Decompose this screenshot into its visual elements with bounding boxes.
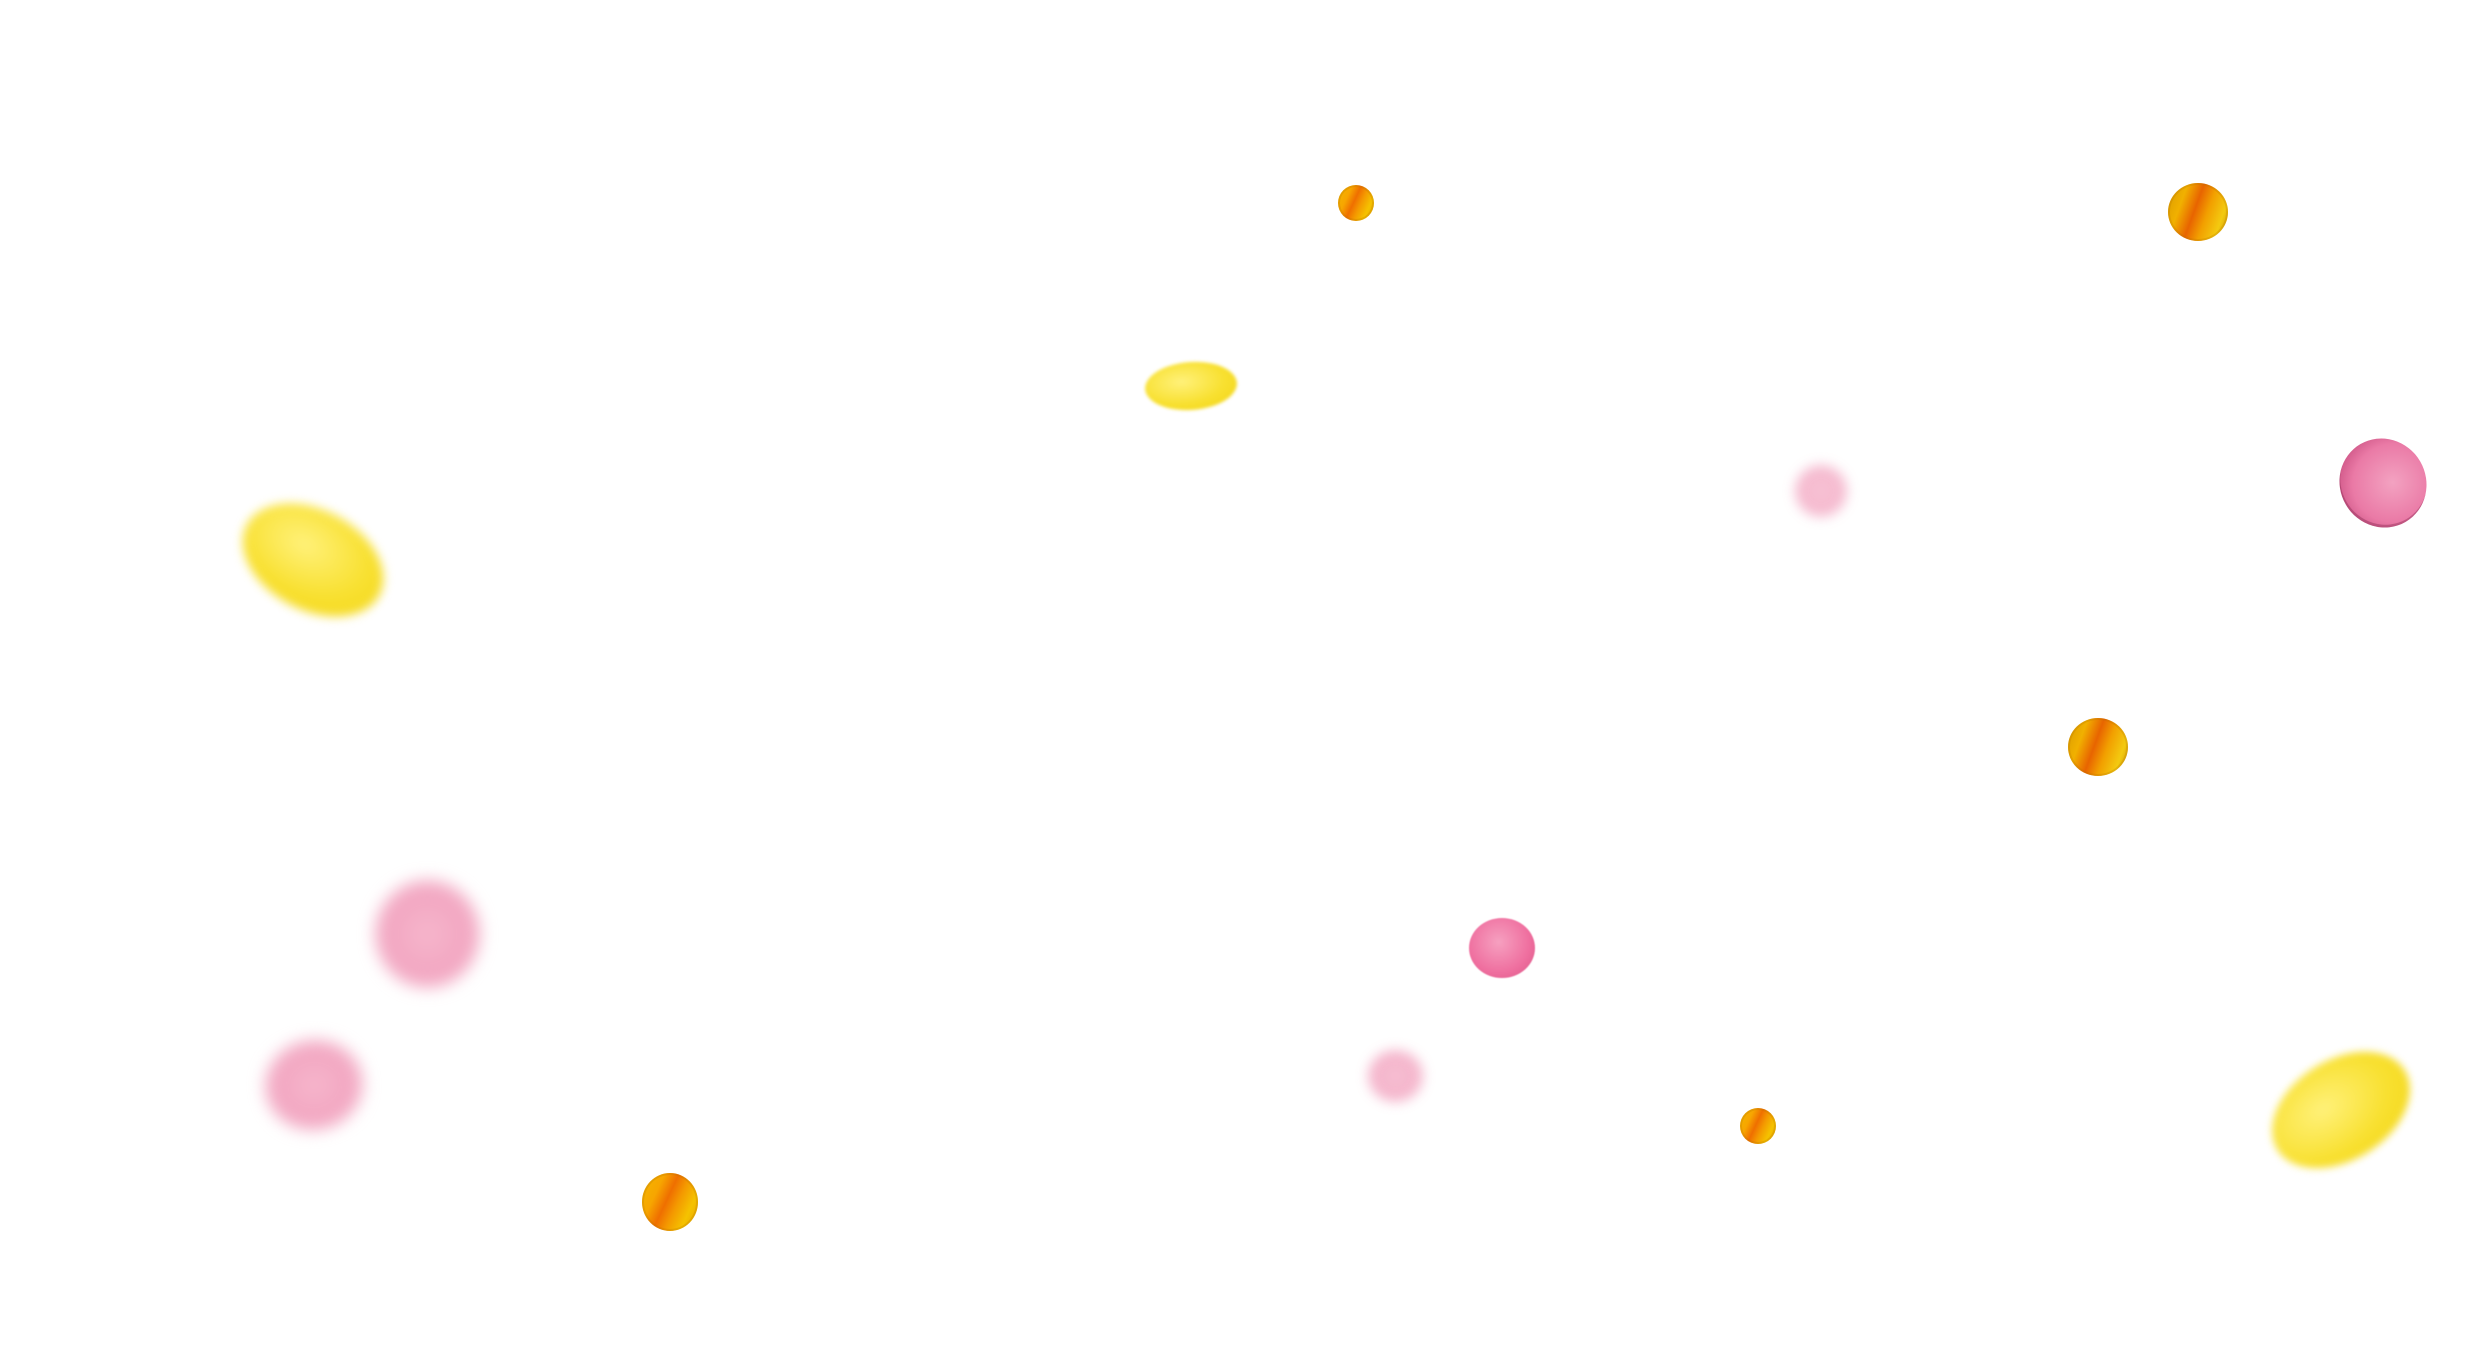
confetti-yellow-icon xyxy=(1143,358,1239,414)
confetti-gold-icon xyxy=(2168,183,2228,241)
confetti-gold-icon xyxy=(1338,185,1374,221)
confetti-pink-icon xyxy=(375,880,480,988)
confetti-pink-icon xyxy=(1469,918,1535,978)
confetti-yellow-icon xyxy=(223,480,403,640)
confetti-pink-icon xyxy=(2323,422,2443,544)
confetti-gold-icon xyxy=(2068,718,2128,776)
confetti-gold-icon xyxy=(1740,1108,1776,1144)
confetti-yellow-icon xyxy=(2250,1027,2432,1193)
confetti-gold-icon xyxy=(642,1173,698,1231)
confetti-pink-icon xyxy=(257,1032,371,1138)
confetti-pink-icon xyxy=(1368,1050,1423,1102)
confetti-pink-icon xyxy=(1795,465,1847,517)
